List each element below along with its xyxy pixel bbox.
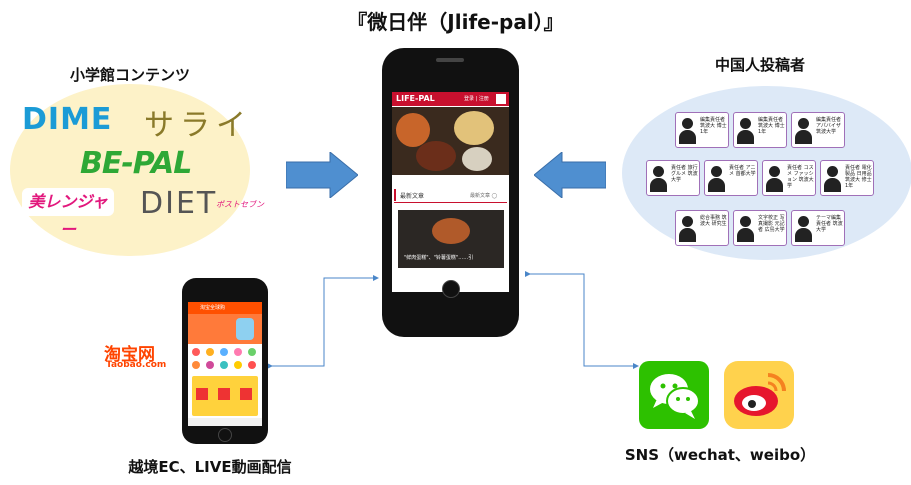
speaker bbox=[436, 58, 464, 62]
promo-block bbox=[192, 376, 258, 416]
arrow-left-icon bbox=[534, 152, 606, 198]
bepal-logo: BE-PAL bbox=[80, 146, 192, 181]
article-image[interactable]: "鲜肉蛋糕"、"铃薯蛋糕"……引 bbox=[398, 210, 504, 268]
contributor-card: 責任者 アニメ 首都大学 bbox=[704, 160, 758, 196]
small-home-button[interactable] bbox=[218, 428, 232, 442]
menu-icon[interactable] bbox=[496, 94, 506, 104]
more-link[interactable]: 最新文章 ◯ bbox=[470, 193, 498, 199]
small-phone-screen: 淘宝全球购 bbox=[188, 302, 262, 426]
small-phone: 淘宝全球购 bbox=[182, 278, 268, 444]
diet-logo: DIET bbox=[140, 186, 218, 221]
main-phone: LIFE-PAL 登录 | 注册 最新文章 最新文章 ◯ "鲜肉蛋糕"、"铃薯蛋… bbox=[382, 48, 519, 337]
latest-articles-title: 最新文章 bbox=[400, 193, 425, 200]
food-photo bbox=[392, 107, 509, 175]
dime-logo: DIME bbox=[22, 102, 113, 137]
contributor-card: 編集責任者 筑波大 博士1年 bbox=[675, 112, 729, 148]
left-group-label: 小学館コンテンツ bbox=[69, 66, 190, 84]
small-phone-tabbar bbox=[188, 418, 262, 426]
arrow-right-icon bbox=[286, 152, 358, 198]
small-banner bbox=[188, 314, 262, 344]
connector-lines bbox=[268, 271, 639, 369]
taobao-logo-en: Taobao.com bbox=[106, 360, 167, 370]
sarai-logo: サライ bbox=[144, 108, 252, 143]
bottom-right-label: SNS（wechat、weibo） bbox=[624, 446, 816, 464]
main-phone-header: LIFE-PAL 登录 | 注册 bbox=[392, 92, 509, 106]
home-button[interactable] bbox=[442, 280, 460, 298]
taobao-logo-cn: 淘宝网 bbox=[104, 345, 155, 365]
article-caption: "鲜肉蛋糕"、"铃薯蛋糕"……引 bbox=[404, 255, 474, 261]
right-group-label: 中国人投稿者 bbox=[714, 56, 805, 74]
contributor-card: 責任者 電化製品 日用品 筑波大 修士1年 bbox=[820, 160, 874, 196]
brand-logo: LIFE-PAL bbox=[396, 94, 435, 103]
page-title: 『微日伴（Jlife-pal）』 bbox=[347, 10, 564, 34]
contributor-card: 責任者 コスメ ファッション 筑波大学 bbox=[762, 160, 816, 196]
contributor-card: 編集責任者 アパバイザ 筑波大学 bbox=[791, 112, 845, 148]
weibo-icon bbox=[724, 361, 794, 429]
post-seven-logo: ポストセブン bbox=[216, 200, 264, 209]
biren-logo: 美レンジャー bbox=[22, 188, 114, 239]
contributor-card: テーマ編集 責任者 筑波大学 bbox=[791, 210, 845, 246]
contributor-card: 責任者 旅行 グルメ 筑波大学 bbox=[646, 160, 700, 196]
small-phone-header: 淘宝全球购 bbox=[188, 302, 262, 314]
contributor-card: 編集責任者 筑波大 博士1年 bbox=[733, 112, 787, 148]
bottom-left-label: 越境EC、LIVE動画配信 bbox=[128, 458, 292, 476]
taobao-global-header: 淘宝全球购 bbox=[200, 305, 226, 311]
category-icons bbox=[192, 348, 258, 372]
contributor-card: 総合事務 筑波大 研究生 bbox=[675, 210, 729, 246]
contributor-card: 文字校正 写真撮影 元記者 広島大学 bbox=[733, 210, 787, 246]
left-oval bbox=[10, 84, 250, 256]
wechat-icon bbox=[639, 361, 709, 429]
main-phone-screen: LIFE-PAL 登录 | 注册 最新文章 最新文章 ◯ "鲜肉蛋糕"、"铃薯蛋… bbox=[392, 92, 509, 292]
login-register-link[interactable]: 登录 | 注册 bbox=[464, 96, 489, 102]
